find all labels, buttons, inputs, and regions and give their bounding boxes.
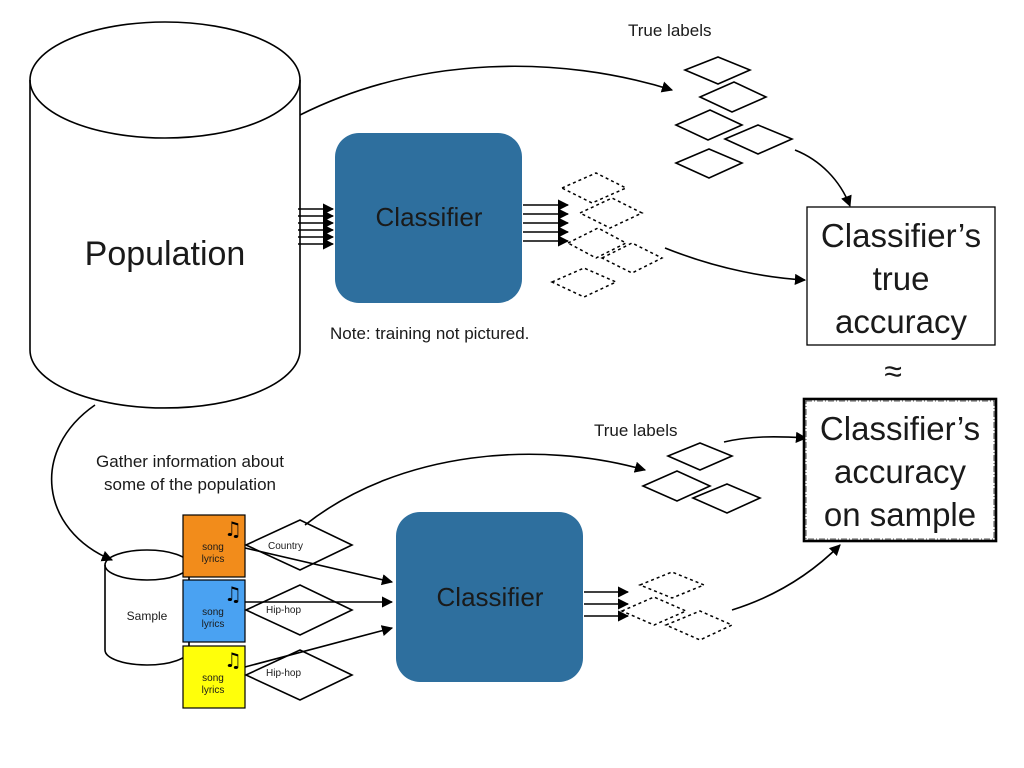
sample-to-true-labels-arrow bbox=[304, 453, 647, 526]
population-label: Population bbox=[85, 235, 246, 273]
population-cylinder: Population bbox=[29, 21, 301, 409]
song-card-3-line-2: lyrics bbox=[202, 685, 225, 696]
true-labels-to-accuracy-arrow bbox=[794, 149, 852, 208]
true-accuracy-line-2: true bbox=[873, 260, 930, 297]
classifier-top: Classifier bbox=[335, 133, 522, 303]
predicted-labels-top bbox=[550, 172, 664, 298]
true-accuracy-box: Classifier’s true accuracy bbox=[806, 206, 996, 346]
classifier-bottom-output-arrows bbox=[584, 586, 630, 622]
genre-label-1: Country bbox=[244, 519, 354, 571]
true-accuracy-line-3: accuracy bbox=[835, 303, 968, 340]
true-labels-top-caption: True labels bbox=[628, 21, 711, 40]
music-note-icon: ♫ bbox=[224, 648, 242, 672]
song-card-1-line-1: song bbox=[202, 542, 224, 553]
sample-to-classifier-arrows bbox=[244, 547, 394, 668]
training-note: Note: training not pictured. bbox=[330, 324, 529, 343]
true-labels-top bbox=[674, 56, 795, 179]
sample-accuracy-line-2: accuracy bbox=[834, 453, 967, 490]
genre-label-3: Hip-hop bbox=[244, 649, 354, 701]
sample-accuracy-line-3: on sample bbox=[824, 496, 976, 533]
gather-caption-line-2: some of the population bbox=[104, 475, 276, 494]
genre-label-3-text: Hip-hop bbox=[266, 668, 301, 679]
classifier-bottom-label: Classifier bbox=[437, 582, 544, 612]
music-note-icon: ♫ bbox=[224, 582, 242, 606]
approx-symbol: ≈ bbox=[884, 353, 902, 389]
population-to-classifier-arrows bbox=[298, 203, 335, 250]
classifier-top-output-arrows bbox=[523, 199, 570, 247]
genre-label-2-text: Hip-hop bbox=[266, 605, 301, 616]
true-labels-to-sample-accuracy-arrow bbox=[723, 431, 808, 443]
sample-accuracy-box: Classifier’s accuracy on sample bbox=[802, 397, 998, 543]
sample-accuracy-line-1: Classifier’s bbox=[820, 410, 980, 447]
predicted-labels-bottom bbox=[620, 571, 734, 641]
predictions-to-accuracy-arrow bbox=[664, 247, 807, 286]
true-labels-bottom bbox=[641, 442, 762, 514]
song-card-3-line-1: song bbox=[202, 673, 224, 684]
song-card-3: ♫ song lyrics bbox=[182, 645, 246, 709]
true-labels-bottom-caption: True labels bbox=[594, 421, 677, 440]
gather-caption-line-1: Gather information about bbox=[96, 452, 284, 471]
classifier-top-label: Classifier bbox=[376, 202, 483, 232]
song-card-2-line-1: song bbox=[202, 607, 224, 618]
population-to-sample-arrow bbox=[50, 404, 114, 562]
sample-label: Sample bbox=[127, 609, 168, 623]
population-to-true-labels-arrow bbox=[299, 65, 674, 116]
classifier-bottom: Classifier bbox=[396, 512, 583, 682]
music-note-icon: ♫ bbox=[224, 517, 242, 541]
true-accuracy-line-1: Classifier’s bbox=[821, 217, 981, 254]
song-card-1-line-2: lyrics bbox=[202, 554, 225, 565]
song-card-2: ♫ song lyrics bbox=[182, 579, 246, 643]
song-card-2-line-2: lyrics bbox=[202, 619, 225, 630]
predictions-to-sample-accuracy-arrow bbox=[731, 544, 841, 611]
song-card-1: ♫ song lyrics bbox=[182, 514, 246, 578]
genre-label-2: Hip-hop bbox=[244, 584, 354, 636]
sample-cylinder: Sample bbox=[104, 549, 190, 666]
genre-label-1-text: Country bbox=[268, 541, 303, 552]
